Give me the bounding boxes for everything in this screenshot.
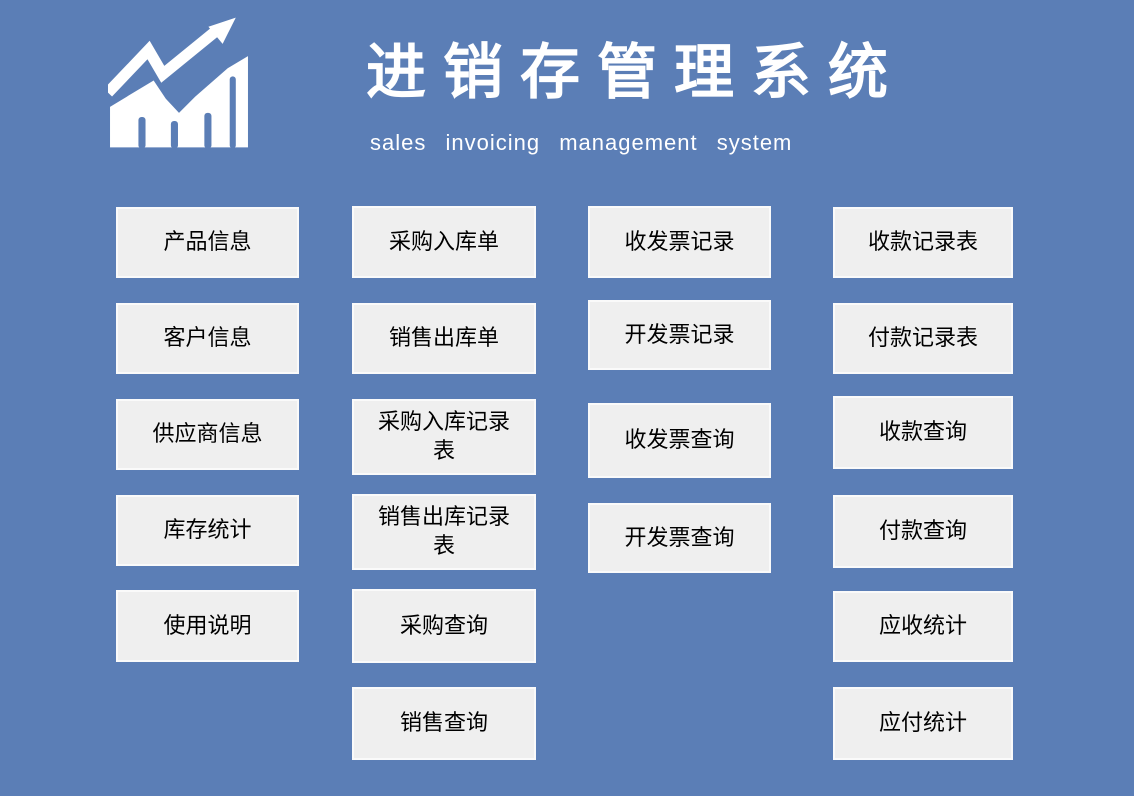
button-label: 开发票记录 — [624, 321, 735, 347]
button-payment-query[interactable]: 付款查询 — [833, 495, 1013, 568]
button-customer-info[interactable]: 客户信息 — [116, 303, 299, 374]
button-payment-record-table[interactable]: 付款记录表 — [833, 303, 1013, 374]
button-label: 采购入库单 — [388, 228, 499, 254]
button-label: 使用说明 — [163, 612, 252, 638]
button-label: 收款查询 — [878, 419, 967, 445]
button-purchase-inbound-form[interactable]: 采购入库单 — [352, 206, 536, 278]
button-sales-outbound-form[interactable]: 销售出库单 — [352, 303, 536, 374]
button-inventory-stats[interactable]: 库存统计 — [116, 495, 299, 566]
button-purchase-inbound-record-table[interactable]: 采购入库记录表 — [352, 399, 536, 475]
button-payable-stats[interactable]: 应付统计 — [833, 687, 1013, 760]
button-label: 应收统计 — [878, 613, 967, 639]
button-usage-instructions[interactable]: 使用说明 — [116, 590, 299, 662]
button-sales-outbound-record-table[interactable]: 销售出库记录表 — [352, 494, 536, 570]
button-receipt-query[interactable]: 收款查询 — [833, 396, 1013, 469]
button-label: 收发票查询 — [624, 427, 735, 453]
button-receipt-record-table[interactable]: 收款记录表 — [833, 207, 1013, 278]
button-label: 应付统计 — [878, 710, 967, 736]
button-label: 收发票记录 — [624, 228, 735, 254]
button-label: 产品信息 — [163, 229, 252, 255]
button-label: 销售出库记录表 — [377, 504, 510, 558]
button-sales-query[interactable]: 销售查询 — [352, 687, 536, 760]
button-label: 收款记录表 — [867, 229, 978, 255]
button-label: 销售出库单 — [388, 325, 499, 351]
button-invoice-received-query[interactable]: 收发票查询 — [588, 403, 771, 478]
app-subtitle: sales invoicing management system — [370, 130, 793, 155]
button-label: 供应商信息 — [152, 421, 263, 447]
button-label: 开发票查询 — [624, 524, 735, 550]
button-label: 采购查询 — [399, 612, 488, 638]
trending-up-bar-chart-arrow-icon — [108, 14, 250, 154]
button-product-info[interactable]: 产品信息 — [116, 207, 299, 278]
button-supplier-info[interactable]: 供应商信息 — [116, 399, 299, 470]
button-label: 客户信息 — [163, 325, 252, 351]
button-label: 采购入库记录表 — [377, 409, 510, 463]
button-label: 库存统计 — [163, 517, 252, 543]
button-purchase-query[interactable]: 采购查询 — [352, 589, 536, 663]
button-label: 销售查询 — [399, 710, 488, 736]
app-title: 进销存管理系统 — [366, 39, 905, 106]
button-label: 付款记录表 — [867, 325, 978, 351]
button-invoice-issued-record[interactable]: 开发票记录 — [588, 300, 771, 370]
button-label: 付款查询 — [878, 518, 967, 544]
button-invoice-received-record[interactable]: 收发票记录 — [588, 206, 771, 278]
button-invoice-issued-query[interactable]: 开发票查询 — [588, 503, 771, 573]
button-receivable-stats[interactable]: 应收统计 — [833, 591, 1013, 662]
